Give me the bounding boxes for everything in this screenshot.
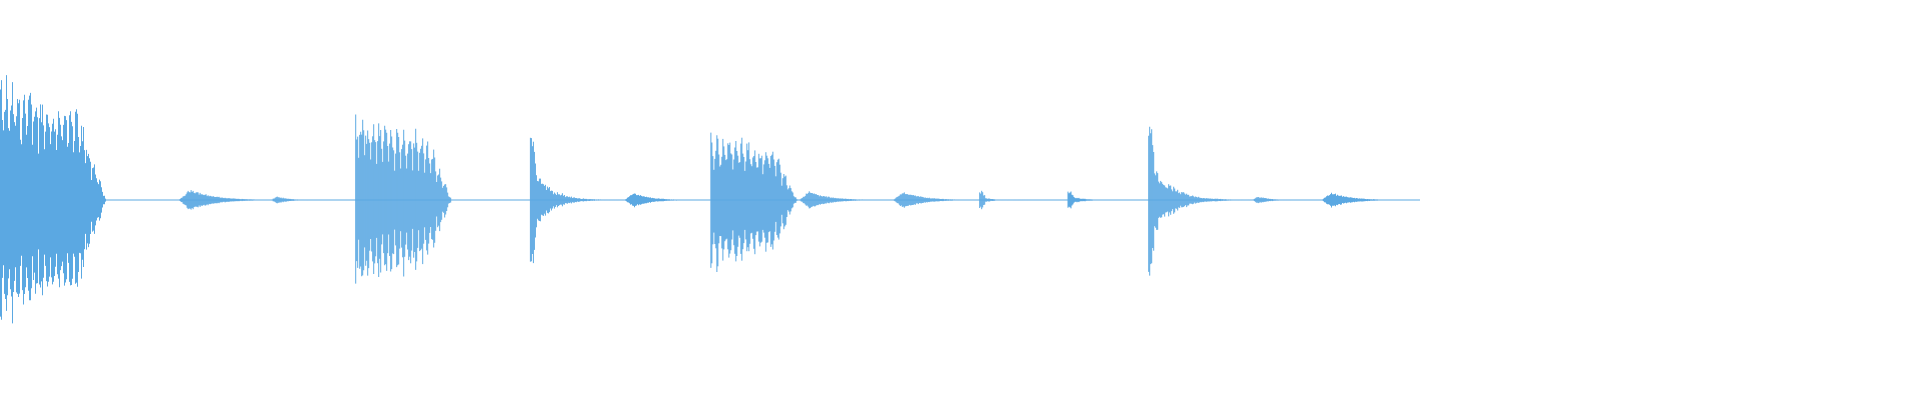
- waveform-event: [979, 190, 1028, 210]
- waveform-event: [178, 190, 256, 210]
- waveform-event: [1251, 197, 1291, 204]
- waveform-event: [270, 196, 310, 204]
- waveform-event: [1067, 191, 1136, 209]
- waveform-event: [624, 193, 682, 208]
- waveform-samples: [0, 75, 1389, 324]
- waveform-event: [0, 75, 106, 324]
- waveform-event: [892, 192, 961, 208]
- waveform-event: [1321, 192, 1389, 208]
- waveform-event: [355, 114, 452, 284]
- waveform-event: [1148, 126, 1265, 276]
- waveform-event: [710, 132, 798, 272]
- waveform-event: [798, 191, 867, 209]
